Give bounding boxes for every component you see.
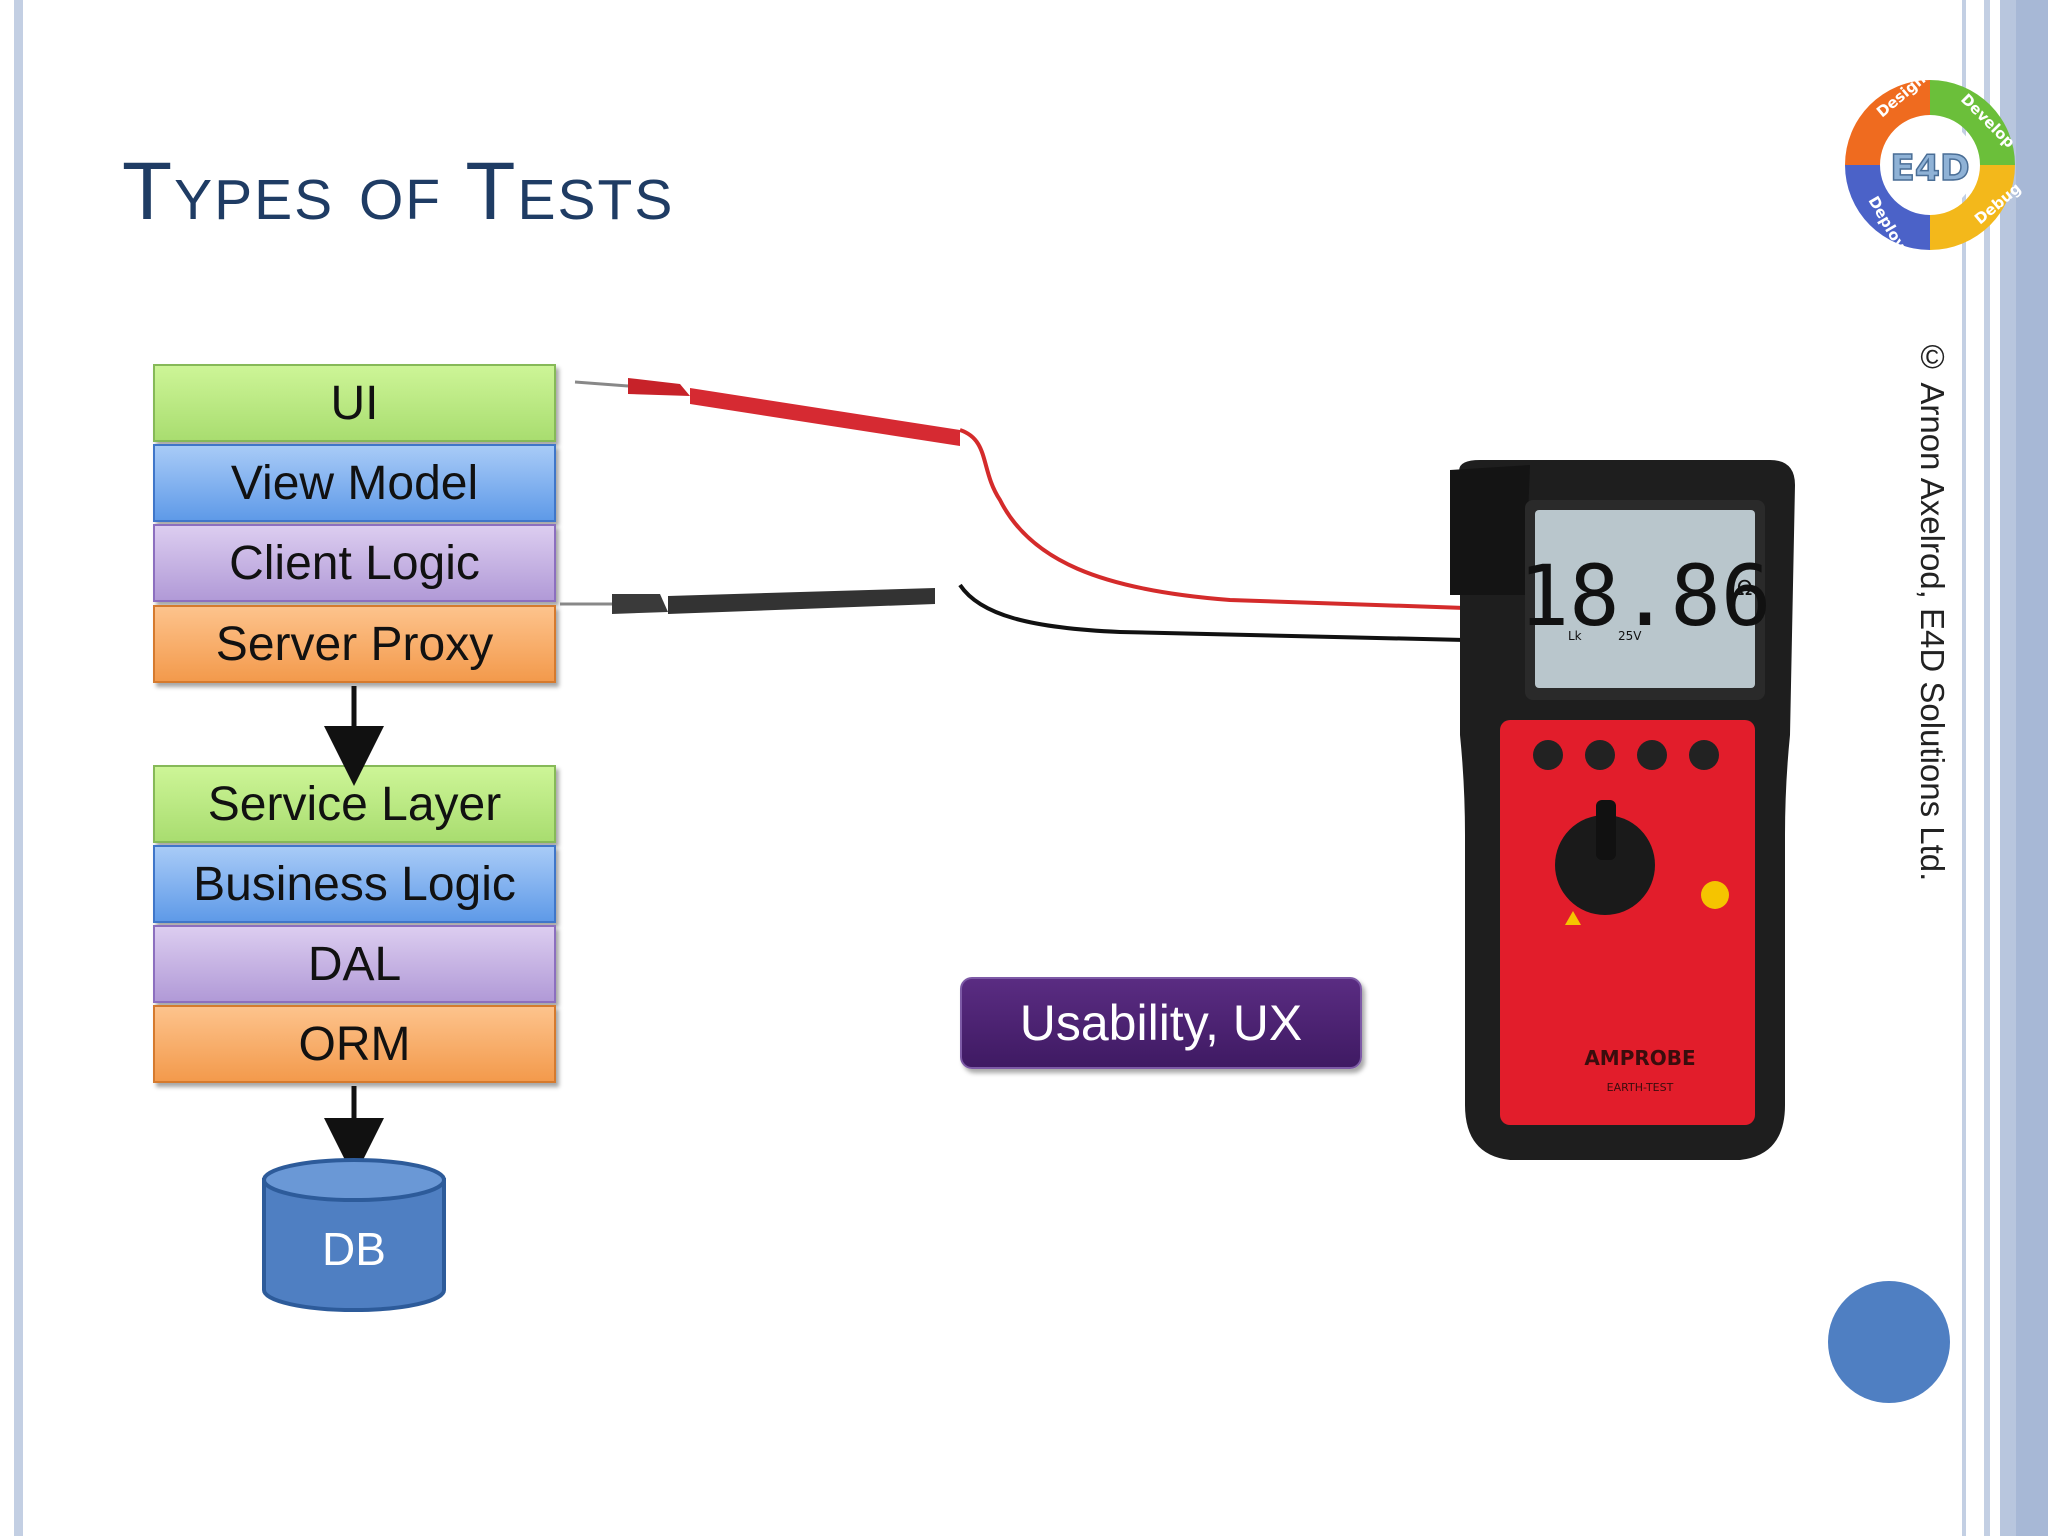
warning-icon bbox=[1565, 911, 1581, 925]
layer-business-logic: Business Logic bbox=[153, 845, 556, 923]
decorative-circle bbox=[1828, 1281, 1950, 1403]
layer-server-proxy: Server Proxy bbox=[153, 605, 556, 683]
svg-text:Lk: Lk bbox=[1568, 629, 1582, 643]
meter-unit: Ω bbox=[1737, 576, 1752, 600]
meter-red-panel bbox=[1500, 720, 1755, 1125]
meter-button bbox=[1689, 740, 1719, 770]
black-probe bbox=[560, 583, 1466, 642]
layer-view-model: View Model bbox=[153, 444, 556, 522]
red-probe bbox=[574, 378, 1466, 610]
slide-title: Types of Tests bbox=[122, 146, 675, 237]
meter-screen bbox=[1535, 510, 1755, 688]
left-border bbox=[14, 0, 23, 1536]
right-border-line bbox=[1962, 0, 1966, 1536]
meter-reading: 18.86 bbox=[1519, 547, 1772, 645]
svg-text:25V: 25V bbox=[1618, 629, 1642, 643]
multimeter: 18.86 Ω Lk 25V AMPROBE EARTH-TEST bbox=[1450, 460, 1795, 1160]
db-label: DB bbox=[322, 1223, 386, 1275]
layer-ui: UI bbox=[153, 364, 556, 442]
e4d-logo: E4D Design Develop Debug Deploy bbox=[1845, 70, 2025, 253]
right-border-band bbox=[2016, 0, 2048, 1536]
meter-yellow-button bbox=[1701, 881, 1729, 909]
db-cylinder bbox=[262, 1158, 446, 1312]
layer-orm: ORM bbox=[153, 1005, 556, 1083]
meter-model: EARTH-TEST bbox=[1607, 1081, 1674, 1094]
meter-button bbox=[1637, 740, 1667, 770]
right-border-line bbox=[1984, 0, 1990, 1536]
usability-callout: Usability, UX bbox=[960, 977, 1362, 1069]
meter-dial bbox=[1555, 815, 1655, 915]
meter-button bbox=[1585, 740, 1615, 770]
layer-dal: DAL bbox=[153, 925, 556, 1003]
meter-button bbox=[1533, 740, 1563, 770]
meter-brand: AMPROBE bbox=[1584, 1046, 1695, 1070]
logo-center: E4D bbox=[1890, 148, 1970, 189]
copyright-text: © Arnon Axelrod, E4D Solutions Ltd. bbox=[1914, 338, 1951, 882]
layer-client-logic: Client Logic bbox=[153, 524, 556, 602]
